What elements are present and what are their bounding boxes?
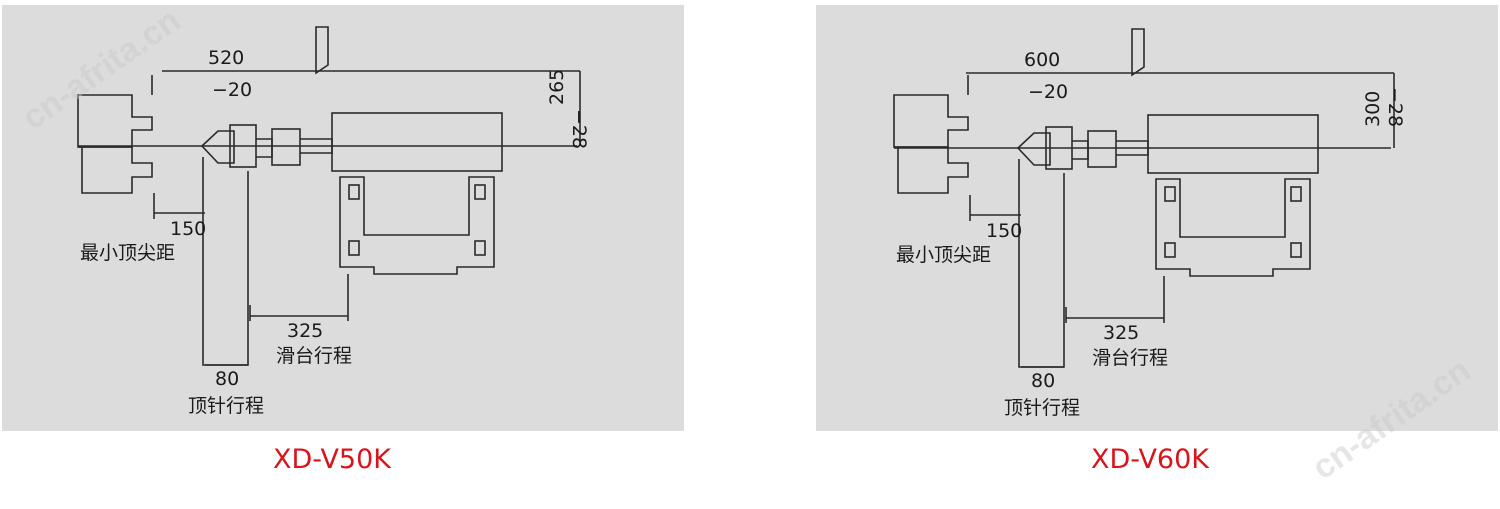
tailstock-tip: [1016, 132, 1051, 166]
tailstock-travel-caption: 顶针行程: [188, 395, 265, 417]
min-gap-caption: 最小顶尖距: [896, 244, 992, 266]
slide-body: [1147, 114, 1319, 174]
dim-tailstock-travel-value: 80: [215, 368, 240, 390]
dim-min-gap-value: 150: [170, 218, 207, 240]
model-name-xd-v60k: XD-V60K: [1091, 444, 1209, 475]
spindle-head: [77, 94, 153, 148]
tool: [315, 26, 329, 75]
dim-top-length-value: 600: [1024, 49, 1061, 71]
dim-tailstock-travel-value: 80: [1031, 370, 1056, 392]
spindle-head-lower: [78, 146, 153, 194]
spindle-head-lower: [894, 146, 969, 194]
slide-travel-caption: 滑台行程: [1092, 347, 1169, 369]
diagram-panel-xd-v60k: 600 −20 300 −28 150 最小顶尖距 325 滑台行程 80 顶针…: [816, 5, 1498, 431]
model-name-xd-v50k: XD-V50K: [273, 444, 391, 475]
dim-top-offset-value: −20: [1028, 81, 1069, 103]
tool: [1131, 28, 1145, 77]
dim-height-value: 265: [546, 68, 568, 105]
slide-bracket: [339, 176, 495, 275]
diagram-panel-xd-v50k: 520 −20 265 −28 150 最小顶尖距 325 滑台行程 80 顶针…: [2, 5, 684, 431]
dim-slide-travel-value: 325: [287, 320, 324, 342]
tailstock-travel-caption: 顶针行程: [1004, 397, 1081, 419]
tailstock-column: [1018, 159, 1065, 368]
slide-travel-caption: 滑台行程: [276, 345, 353, 367]
min-gap-caption: 最小顶尖距: [80, 242, 176, 264]
tailstock-tip: [200, 130, 235, 164]
dim-height-offset-value: −28: [568, 109, 590, 150]
dim-top-length-value: 520: [208, 47, 245, 69]
spindle-head: [893, 94, 969, 148]
slide-body: [331, 112, 503, 172]
dim-height-offset-value: −28: [1384, 87, 1406, 128]
machine-drawing-xd-v50k: [77, 26, 581, 366]
dim-slide-travel-value: 325: [1103, 322, 1140, 344]
slide-bracket: [1155, 178, 1311, 277]
tailstock-column: [202, 157, 249, 366]
dim-min-gap-value: 150: [986, 220, 1023, 242]
machine-drawing-xd-v60k: [893, 28, 1395, 368]
dim-height-value: 300: [1362, 90, 1384, 127]
dim-top-offset-value: −20: [212, 79, 253, 101]
